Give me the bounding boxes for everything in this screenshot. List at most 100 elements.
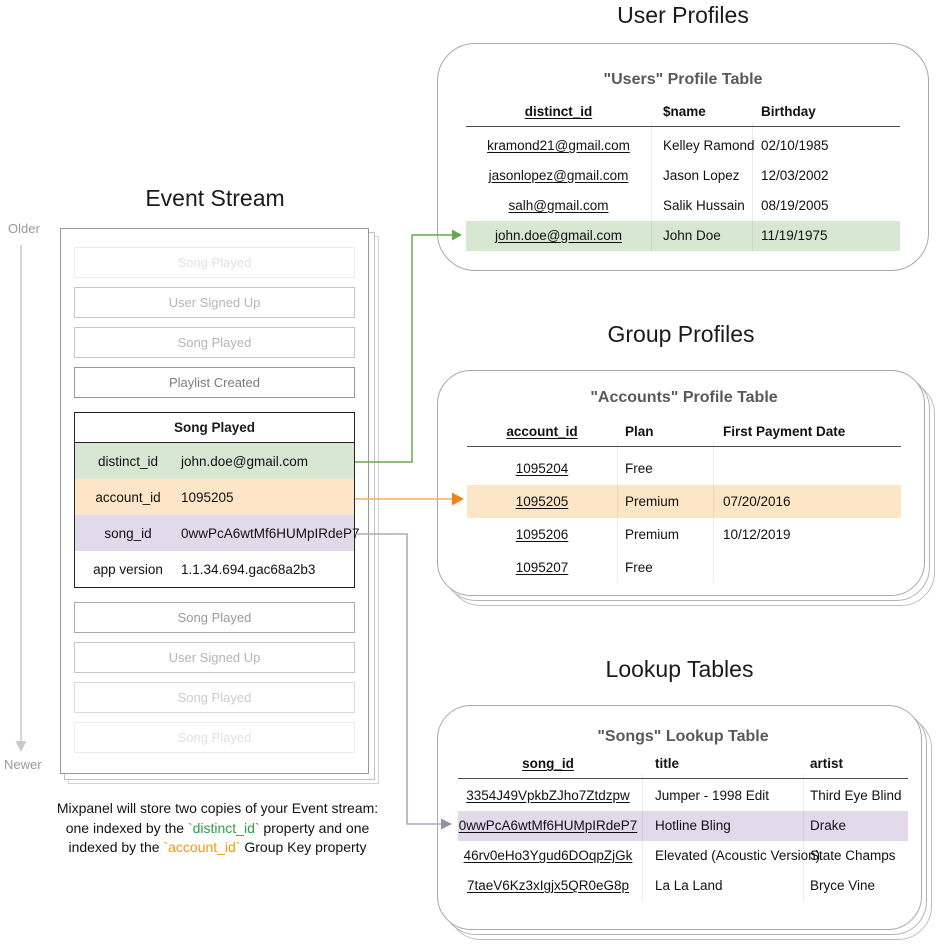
users-table-row: salh@gmail.com Salik Hussain 08/19/2005: [466, 191, 900, 221]
users-birthday-cell: 02/10/1985: [761, 138, 829, 153]
users-birthday-cell: 12/03/2002: [761, 168, 829, 183]
accounts-table-row: 1095204 Free: [467, 452, 901, 485]
users-col-header-name: $name: [663, 104, 706, 119]
accounts-account-id-cell[interactable]: 1095207: [515, 560, 569, 575]
users-column-separator: [651, 122, 652, 252]
accounts-date-cell: 07/20/2016: [723, 494, 791, 509]
caption-line3-post: Group Key property: [240, 839, 367, 855]
property-key: song_id: [104, 525, 152, 541]
event-item: Song Played: [74, 247, 355, 278]
songs-column-separator: [803, 774, 804, 901]
users-distinct-id-cell[interactable]: salh@gmail.com: [508, 198, 609, 213]
event-stream-title: Event Stream: [145, 185, 285, 211]
event-property-row-app-version: app version 1.1.34.694.gac68a2b3: [75, 551, 354, 587]
users-birthday-cell: 11/19/1975: [761, 228, 828, 243]
accounts-plan-cell: Free: [625, 461, 653, 476]
property-value: john.doe@gmail.com: [181, 453, 309, 469]
timeline-arrow: [15, 245, 27, 752]
event-stream-panel: Song Played User Signed Up Song Played P…: [60, 228, 369, 774]
accounts-table-row-highlighted: 1095205 Premium 07/20/2016: [467, 485, 901, 518]
songs-song-id-cell[interactable]: 7taeV6Kz3xIgjx5QR0eG8p: [466, 878, 630, 893]
songs-table-row: 46rv0eHo3Ygud6DOqpZjGk Elevated (Acousti…: [458, 841, 908, 871]
event-item: User Signed Up: [74, 287, 355, 318]
caption: Mixpanel will store two copies of your E…: [25, 799, 410, 858]
event-property-row-song-id: song_id 0wwPcA6wtMf6HUMpIRdeP7: [75, 515, 360, 551]
songs-song-id-cell[interactable]: 46rv0eHo3Ygud6DOqpZjGk: [463, 848, 633, 863]
timeline-newer-label: Newer: [4, 757, 42, 772]
event-property-row-account-id: account_id 1095205: [75, 479, 354, 515]
lookup-tables-section-title: Lookup Tables: [605, 656, 754, 682]
accounts-account-id-cell[interactable]: 1095204: [515, 461, 569, 476]
users-name-cell: Salik Hussain: [663, 198, 745, 213]
songs-table-row-highlighted: 0wwPcA6wtMf6HUMpIRdeP7 Hotline Bling Dra…: [458, 811, 908, 841]
event-detail-card: Song Played distinct_id john.doe@gmail.c…: [74, 412, 360, 588]
users-birthday-cell: 08/19/2005: [761, 198, 829, 213]
accounts-plan-cell: Free: [625, 560, 653, 575]
users-distinct-id-cell[interactable]: john.doe@gmail.com: [494, 228, 623, 243]
users-col-header-distinct-id: distinct_id: [524, 104, 593, 119]
songs-artist-cell: Bryce Vine: [810, 878, 876, 893]
user-profiles-section-title: User Profiles: [617, 2, 749, 28]
songs-highlighted-row-bg: [458, 811, 908, 841]
caption-account-id-code: `account_id`: [163, 839, 241, 855]
event-item: User Signed Up: [74, 642, 355, 673]
users-col-header-birthday: Birthday: [761, 104, 816, 119]
accounts-highlighted-row-bg: [467, 485, 901, 518]
accounts-header-rule: [467, 446, 901, 447]
caption-distinct-id-code: `distinct_id`: [187, 819, 260, 836]
event-item: Song Played: [74, 682, 355, 713]
songs-song-id-cell[interactable]: 3354J49VpkbZJho7Ztdzpw: [466, 788, 630, 803]
songs-artist-cell: State Champs: [810, 848, 896, 863]
caption-line2-post: property and one: [259, 819, 370, 836]
property-key: account_id: [95, 489, 161, 505]
songs-artist-cell: Third Eye Blind: [810, 788, 902, 803]
accounts-column-separator: [617, 442, 618, 582]
accounts-table-title: "Accounts" Profile Table: [590, 389, 778, 406]
songs-table-row: 3354J49VpkbZJho7Ztdzpw Jumper - 1998 Edi…: [458, 781, 908, 811]
users-distinct-id-cell[interactable]: jasonlopez@gmail.com: [488, 168, 629, 183]
property-value: 1095205: [181, 489, 234, 505]
accounts-card: [437, 370, 925, 596]
users-highlighted-row-bg: [466, 221, 900, 251]
event-detail-title: Song Played: [75, 413, 354, 443]
event-property-row-distinct-id: distinct_id john.doe@gmail.com: [75, 443, 354, 479]
accounts-col-header-account-id: account_id: [506, 424, 578, 439]
users-name-cell: Kelley Ramond: [663, 138, 755, 153]
caption-line3-pre: indexed by the: [68, 839, 164, 855]
songs-col-header-artist: artist: [810, 756, 844, 771]
users-distinct-id-cell[interactable]: kramond21@gmail.com: [487, 138, 630, 153]
accounts-date-cell: 10/12/2019: [723, 527, 791, 542]
users-table-row-highlighted: john.doe@gmail.com John Doe 11/19/1975: [466, 221, 900, 251]
songs-song-id-cell[interactable]: 0wwPcA6wtMf6HUMpIRdeP7: [458, 818, 638, 833]
songs-artist-cell: Drake: [810, 818, 847, 833]
users-header-rule: [466, 126, 900, 127]
property-value: 1.1.34.694.gac68a2b3: [181, 561, 316, 577]
event-item: Song Played: [74, 602, 355, 633]
event-item: Song Played: [74, 722, 355, 753]
timeline-older-label: Older: [8, 221, 40, 236]
songs-title-cell: Hotline Bling: [655, 818, 731, 833]
event-item: Song Played: [74, 327, 355, 358]
users-table-row: jasonlopez@gmail.com Jason Lopez 12/03/2…: [466, 161, 900, 191]
users-name-cell: John Doe: [663, 228, 721, 243]
songs-col-header-song-id: song_id: [522, 756, 574, 771]
songs-title-cell: La La Land: [655, 878, 723, 893]
accounts-table-row: 1095206 Premium 10/12/2019: [467, 518, 901, 551]
caption-line1: Mixpanel will store two copies of your E…: [56, 800, 379, 816]
songs-col-header-title: title: [655, 756, 680, 771]
songs-title-cell: Elevated (Acoustic Version): [655, 848, 821, 863]
accounts-account-id-cell[interactable]: 1095205: [515, 494, 569, 509]
songs-title-cell: Jumper - 1998 Edit: [655, 788, 770, 803]
songs-column-separator: [642, 774, 643, 901]
property-key: distinct_id: [97, 453, 159, 469]
songs-table-row: 7taeV6Kz3xIgjx5QR0eG8p La La Land Bryce …: [458, 871, 908, 901]
users-name-cell: Jason Lopez: [663, 168, 740, 183]
accounts-table-row: 1095207 Free: [467, 551, 901, 584]
accounts-account-id-cell[interactable]: 1095206: [515, 527, 569, 542]
property-key: app version: [93, 561, 163, 577]
songs-header-rule: [458, 778, 908, 779]
event-item: Playlist Created: [74, 367, 355, 398]
accounts-plan-cell: Premium: [625, 494, 680, 509]
caption-line2-pre: one indexed by the: [65, 819, 188, 836]
